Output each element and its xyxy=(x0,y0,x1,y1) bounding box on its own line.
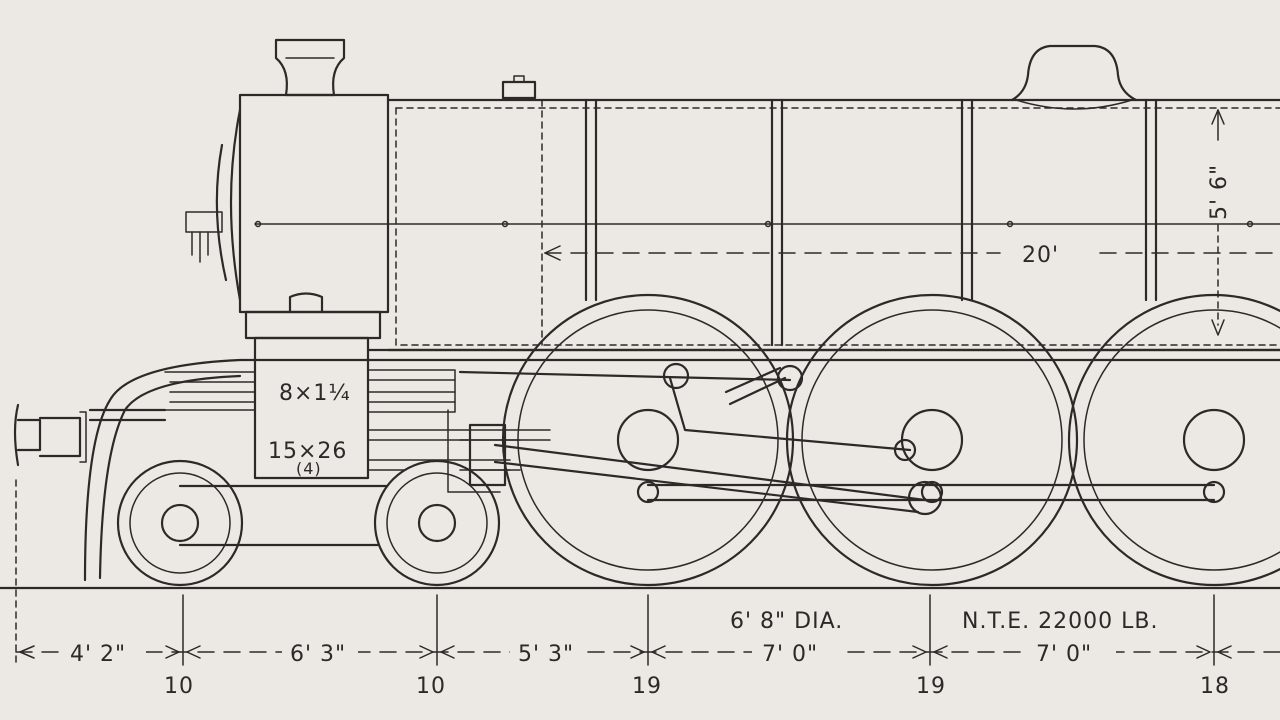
cylinder-block xyxy=(164,292,551,480)
bogie-wheel-rear xyxy=(373,459,501,587)
spacing-label-2: 6' 3" xyxy=(290,642,346,667)
spacing-label-4: 7' 0" xyxy=(762,642,818,667)
boiler-height-dimension xyxy=(1211,109,1225,336)
driving-wheel-3 xyxy=(1067,293,1280,587)
buffer xyxy=(13,403,87,467)
driving-wheel-2 xyxy=(785,293,1079,587)
wheelbase-dimension xyxy=(15,479,1280,666)
tractive-effort-label: N.T.E. 22000 LB. xyxy=(962,609,1158,634)
bogie-wheel-front xyxy=(116,459,244,587)
spacing-label-5: 7' 0" xyxy=(1036,642,1092,667)
smokebox xyxy=(185,93,390,314)
spacing-label-1: 4' 2" xyxy=(70,642,126,667)
axle-load-3: 19 xyxy=(632,674,662,699)
axle-load-5: 18 xyxy=(1200,674,1230,699)
boiler-barrel xyxy=(254,98,1280,352)
axle-load-1: 10 xyxy=(164,674,194,699)
axle-load-2: 10 xyxy=(416,674,446,699)
boiler-length-dimension xyxy=(544,245,1280,261)
steam-dome xyxy=(1010,44,1138,110)
chimney xyxy=(274,38,346,97)
boiler-length-label: 20' xyxy=(1022,243,1059,268)
cylinder-upper-spec: 8×1¼ xyxy=(279,381,351,406)
axle-load-4: 19 xyxy=(916,674,946,699)
whistle-fitting xyxy=(501,75,537,100)
wheel-diameter-label: 6' 8" DIA. xyxy=(730,609,843,634)
cylinder-count: (4) xyxy=(296,459,322,478)
boiler-height-label: 5' 6" xyxy=(1207,164,1232,220)
spacing-label-3: 5' 3" xyxy=(518,642,574,667)
cylinder-lower-spec: 15×26 xyxy=(268,439,347,464)
valve-gear xyxy=(447,362,1226,516)
